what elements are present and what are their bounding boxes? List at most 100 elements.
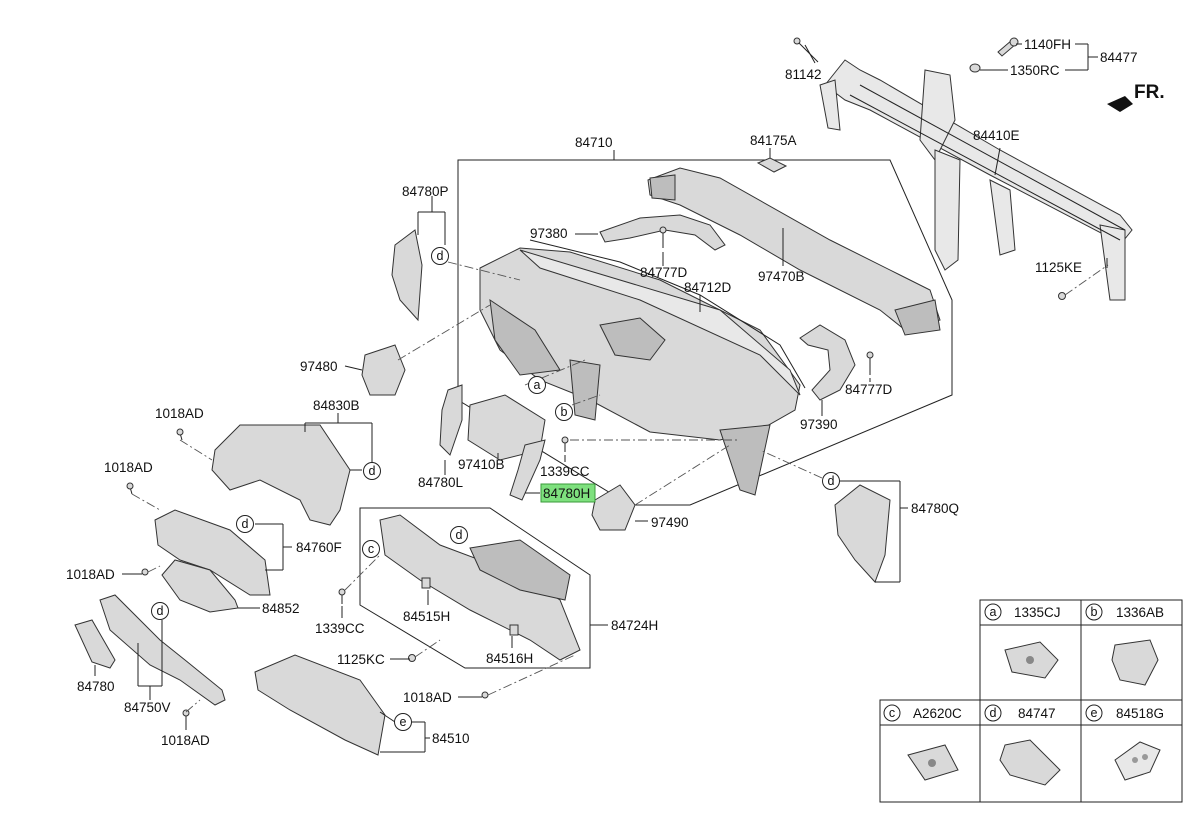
- bolt-1125kc: [408, 654, 416, 662]
- svg-text:d: d: [437, 249, 444, 263]
- svg-text:b: b: [561, 405, 568, 419]
- callout-d: d: [236, 515, 254, 533]
- legend-part-a2620c: A2620C: [913, 706, 962, 721]
- front-direction-label: FR.: [1134, 82, 1165, 103]
- clip-84515h: [421, 577, 431, 589]
- svg-text:d: d: [828, 474, 835, 488]
- svg-text:e: e: [1091, 706, 1098, 720]
- label-84780p: 84780P: [402, 184, 449, 199]
- label-97410b: 97410B: [458, 457, 505, 472]
- clip-icon-d: [999, 739, 1061, 786]
- cover-84780: [74, 619, 116, 669]
- callout-d: d: [450, 526, 468, 544]
- label-97390: 97390: [800, 417, 838, 432]
- crash-pad-84710: [479, 239, 806, 496]
- legend-cell-d: d 84747: [984, 704, 1061, 786]
- svg-text:a: a: [990, 605, 997, 619]
- callout-b: b: [555, 403, 573, 421]
- legend-cell-b: b 1336AB: [1085, 603, 1164, 686]
- label-84780q: 84780Q: [911, 501, 959, 516]
- label-97470b: 97470B: [758, 269, 805, 284]
- label-97490: 97490: [651, 515, 689, 530]
- callout-e: e: [394, 713, 412, 731]
- label-84852: 84852: [262, 601, 300, 616]
- clip-84777d-top: [659, 226, 667, 248]
- fastener-legend-table: a 1335CJ b 1336AB c A2620C d 84747: [879, 599, 1183, 803]
- cover-84852: [161, 559, 239, 613]
- screw-1018ad-d: [182, 709, 190, 717]
- bolt-1125ke: [1058, 292, 1066, 300]
- duct-97380: [599, 214, 726, 251]
- svg-text:b: b: [1091, 605, 1098, 619]
- label-1339cc-top: 1339CC: [540, 464, 590, 479]
- label-84510: 84510: [432, 731, 470, 746]
- legend-part-1336ab: 1336AB: [1116, 605, 1164, 620]
- label-84724h: 84724H: [611, 618, 658, 633]
- callout-a: a: [528, 376, 546, 394]
- clip-84516h: [509, 624, 519, 636]
- legend-part-84518g: 84518G: [1116, 706, 1164, 721]
- legend-cell-e: e 84518G: [1085, 704, 1164, 781]
- clip-icon-b: [1111, 639, 1159, 686]
- label-1339cc-bot: 1339CC: [315, 621, 365, 636]
- bolt-81142: [793, 37, 819, 63]
- assembly-lines: [131, 261, 1109, 713]
- duct-97470b: [647, 167, 941, 336]
- bolt-1140fh: [997, 37, 1019, 57]
- highlight-box: [540, 483, 596, 503]
- label-1018ad-a: 1018AD: [155, 406, 204, 421]
- clip-1339cc-bot: [338, 588, 346, 604]
- glove-box-housing-outline: [359, 507, 591, 669]
- label-1018ad-e: 1018AD: [403, 690, 452, 705]
- label-1125ke: 1125KE: [1035, 260, 1082, 275]
- duct-97390: [799, 324, 856, 401]
- cluster-fascia-84830b: [211, 424, 351, 526]
- sticker-84175a: [756, 157, 788, 173]
- label-84830b: 84830B: [313, 398, 360, 413]
- svg-text:d: d: [242, 517, 249, 531]
- label-1350rc: 1350RC: [1010, 63, 1060, 78]
- screw-1018ad-b: [126, 482, 134, 495]
- svg-text:d: d: [990, 706, 997, 720]
- label-84410e: 84410E: [973, 128, 1020, 143]
- label-84780: 84780: [77, 679, 115, 694]
- callout-d: d: [431, 247, 449, 265]
- legend-cell-a: a 1335CJ: [984, 603, 1061, 679]
- label-84750v: 84750V: [124, 700, 171, 715]
- label-84710: 84710: [575, 135, 613, 150]
- crossmember-84410e: [819, 59, 1133, 301]
- callout-c: c: [362, 540, 380, 558]
- screw-1018ad-a: [176, 428, 184, 441]
- nut-1350rc: [969, 63, 981, 73]
- clip-84777d-right: [866, 351, 874, 375]
- garnish-84780l: [439, 384, 463, 456]
- legend-cell-c: c A2620C: [883, 704, 962, 781]
- side-cover-84780p: [391, 229, 423, 322]
- label-81142: 81142: [785, 67, 822, 82]
- label-1018ad-c: 1018AD: [66, 567, 115, 582]
- label-84777d-top: 84777D: [640, 265, 688, 280]
- side-cover-84780q: [834, 484, 891, 583]
- label-1125kc: 1125KC: [337, 652, 385, 667]
- label-84780l: 84780L: [418, 475, 464, 490]
- screw-1018ad-e: [481, 691, 489, 699]
- glove-box-housing-84724h: [379, 514, 581, 661]
- label-84175a: 84175A: [750, 133, 797, 148]
- lower-panel-84760f: [154, 509, 271, 596]
- vent-97480: [361, 344, 406, 396]
- svg-text:e: e: [400, 715, 407, 729]
- vent-97490: [591, 484, 636, 531]
- label-97480: 97480: [300, 359, 338, 374]
- callout-d: d: [822, 472, 840, 490]
- svg-text:d: d: [157, 604, 164, 618]
- front-direction-arrow: FR.: [1107, 82, 1165, 112]
- svg-text:c: c: [889, 706, 895, 720]
- legend-part-1335cj: 1335CJ: [1014, 605, 1061, 620]
- label-97380: 97380: [530, 226, 568, 241]
- label-84760f: 84760F: [296, 540, 342, 555]
- screw-1018ad-c: [141, 568, 149, 576]
- label-84516h: 84516H: [486, 651, 533, 666]
- label-84780h[interactable]: 84780H: [543, 486, 590, 501]
- svg-text:a: a: [534, 378, 541, 392]
